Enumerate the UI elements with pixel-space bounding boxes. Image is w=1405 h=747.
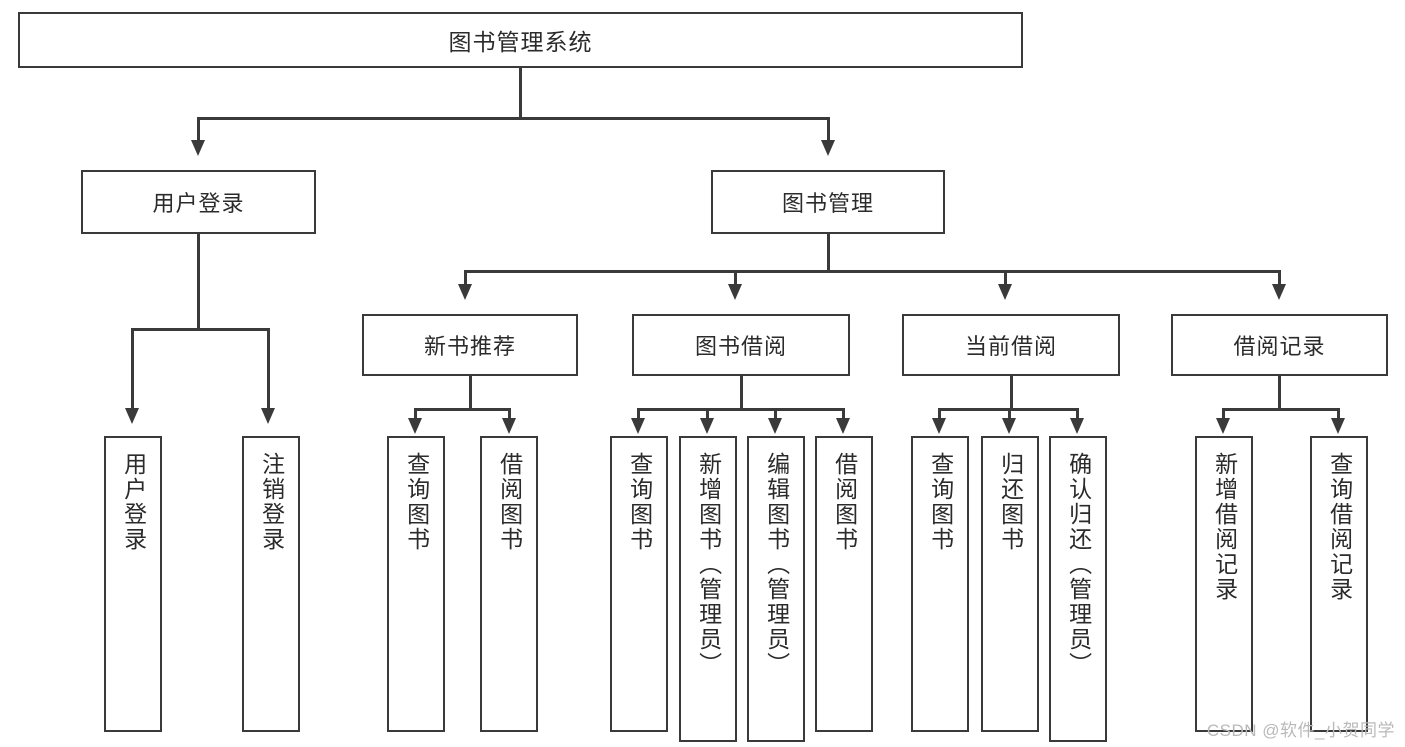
node-current-borrow[interactable]: 当前借阅 bbox=[902, 314, 1120, 376]
node-label: 查询图书 bbox=[626, 452, 653, 552]
node-leaf-query-book-2[interactable]: 查询图书 bbox=[610, 436, 668, 732]
node-label: 编辑图书（管理员） bbox=[763, 452, 790, 677]
node-label: 当前借阅 bbox=[964, 334, 1057, 359]
node-label: 借阅图书 bbox=[496, 452, 523, 552]
node-label: 确认归还（管理员） bbox=[1065, 452, 1092, 677]
connector-current-drop-1 bbox=[938, 408, 941, 420]
node-new-book-recommend[interactable]: 新书推荐 bbox=[362, 314, 578, 376]
arrow-to-leaf-confirm-return bbox=[1070, 418, 1084, 434]
arrow-to-current-borrow bbox=[998, 284, 1012, 300]
arrow-to-user-login bbox=[191, 140, 205, 156]
node-label: 注销登录 bbox=[258, 452, 285, 552]
connector-level3-drop-3 bbox=[1004, 270, 1007, 286]
node-root-system[interactable]: 图书管理系统 bbox=[18, 12, 1023, 68]
node-leaf-return-book[interactable]: 归还图书 bbox=[981, 436, 1039, 732]
arrow-to-leaf-query-record bbox=[1331, 418, 1345, 434]
arrow-to-leaf-edit-book bbox=[768, 418, 782, 434]
node-label: 新增借阅记录 bbox=[1211, 452, 1238, 602]
connector-recommend-drop-2 bbox=[508, 408, 511, 420]
watermark-text: CSDN @软件_小贺同学 bbox=[1206, 721, 1395, 740]
connector-recommend-stem bbox=[469, 376, 472, 410]
node-label: 图书管理系统 bbox=[448, 29, 593, 55]
connector-level2-drop-book bbox=[827, 117, 830, 142]
node-leaf-add-record[interactable]: 新增借阅记录 bbox=[1195, 436, 1253, 732]
connector-recommend-drop-1 bbox=[414, 408, 417, 420]
connector-user-login-drop-2 bbox=[267, 328, 270, 410]
connector-record-stem bbox=[1278, 376, 1281, 410]
node-label: 新书推荐 bbox=[423, 334, 516, 359]
node-label: 查询图书 bbox=[403, 452, 430, 552]
node-leaf-user-login[interactable]: 用户登录 bbox=[104, 436, 162, 732]
connector-user-login-bus bbox=[131, 328, 269, 331]
connector-record-bus bbox=[1222, 408, 1339, 411]
connector-level3-drop-1 bbox=[464, 270, 467, 286]
node-book-manage[interactable]: 图书管理 bbox=[711, 170, 945, 234]
connector-record-drop-1 bbox=[1222, 408, 1225, 420]
node-leaf-query-book-1[interactable]: 查询图书 bbox=[387, 436, 445, 732]
connector-level2-bus bbox=[197, 117, 830, 120]
node-leaf-logout[interactable]: 注销登录 bbox=[242, 436, 300, 732]
node-leaf-borrow-book-1[interactable]: 借阅图书 bbox=[480, 436, 538, 732]
node-user-login[interactable]: 用户登录 bbox=[81, 170, 316, 234]
arrow-to-leaf-add-record bbox=[1216, 418, 1230, 434]
connector-root-stem bbox=[519, 68, 522, 119]
connector-book-manage-stem bbox=[827, 234, 830, 272]
connector-current-drop-3 bbox=[1076, 408, 1079, 420]
connector-borrow-drop-4 bbox=[842, 408, 845, 420]
arrow-to-leaf-query-book-1 bbox=[408, 418, 422, 434]
node-label: 图书管理 bbox=[781, 191, 874, 216]
connector-level3-bus bbox=[464, 270, 1281, 273]
node-label: 借阅图书 bbox=[831, 452, 858, 552]
connector-user-login-stem bbox=[197, 234, 200, 330]
node-leaf-confirm-return[interactable]: 确认归还（管理员） bbox=[1049, 436, 1107, 742]
arrow-to-book-manage bbox=[821, 140, 835, 156]
connector-recommend-bus bbox=[414, 408, 511, 411]
connector-user-login-drop-1 bbox=[131, 328, 134, 410]
node-label: 查询借阅记录 bbox=[1326, 452, 1353, 602]
arrow-to-new-book-recommend bbox=[458, 284, 472, 300]
connector-level3-drop-4 bbox=[1278, 270, 1281, 286]
connector-borrow-stem bbox=[740, 376, 743, 410]
node-label: 新增图书（管理员） bbox=[695, 452, 722, 677]
node-label: 用户登录 bbox=[120, 452, 147, 552]
node-label: 用户登录 bbox=[152, 191, 245, 216]
arrow-to-leaf-query-book-2 bbox=[631, 418, 645, 434]
arrow-to-leaf-user-login bbox=[125, 408, 139, 424]
arrow-to-borrow-record bbox=[1272, 284, 1286, 300]
arrow-to-book-borrow bbox=[728, 284, 742, 300]
node-leaf-query-book-3[interactable]: 查询图书 bbox=[911, 436, 969, 732]
node-label: 借阅记录 bbox=[1233, 334, 1326, 359]
node-label: 归还图书 bbox=[997, 452, 1024, 552]
node-borrow-record[interactable]: 借阅记录 bbox=[1171, 314, 1388, 376]
node-leaf-borrow-book-2[interactable]: 借阅图书 bbox=[815, 436, 873, 732]
connector-level3-drop-2 bbox=[734, 270, 737, 286]
arrow-to-leaf-return-book bbox=[1002, 418, 1016, 434]
node-leaf-query-record[interactable]: 查询借阅记录 bbox=[1310, 436, 1368, 732]
connector-record-drop-2 bbox=[1337, 408, 1340, 420]
arrow-to-leaf-add-book bbox=[700, 418, 714, 434]
arrow-to-leaf-borrow-book-1 bbox=[502, 418, 516, 434]
connector-current-stem bbox=[1010, 376, 1013, 410]
connector-borrow-drop-2 bbox=[706, 408, 709, 420]
node-leaf-edit-book[interactable]: 编辑图书（管理员） bbox=[747, 436, 805, 742]
node-label: 图书借阅 bbox=[694, 334, 787, 359]
node-book-borrow[interactable]: 图书借阅 bbox=[632, 314, 850, 376]
node-leaf-add-book[interactable]: 新增图书（管理员） bbox=[679, 436, 737, 742]
arrow-to-leaf-logout bbox=[261, 408, 275, 424]
arrow-to-leaf-query-book-3 bbox=[932, 418, 946, 434]
connector-current-drop-2 bbox=[1008, 408, 1011, 420]
arrow-to-leaf-borrow-book-2 bbox=[836, 418, 850, 434]
connector-level2-drop-user bbox=[197, 117, 200, 142]
connector-borrow-bus bbox=[637, 408, 845, 411]
connector-borrow-drop-3 bbox=[774, 408, 777, 420]
node-label: 查询图书 bbox=[927, 452, 954, 552]
connector-borrow-drop-1 bbox=[637, 408, 640, 420]
